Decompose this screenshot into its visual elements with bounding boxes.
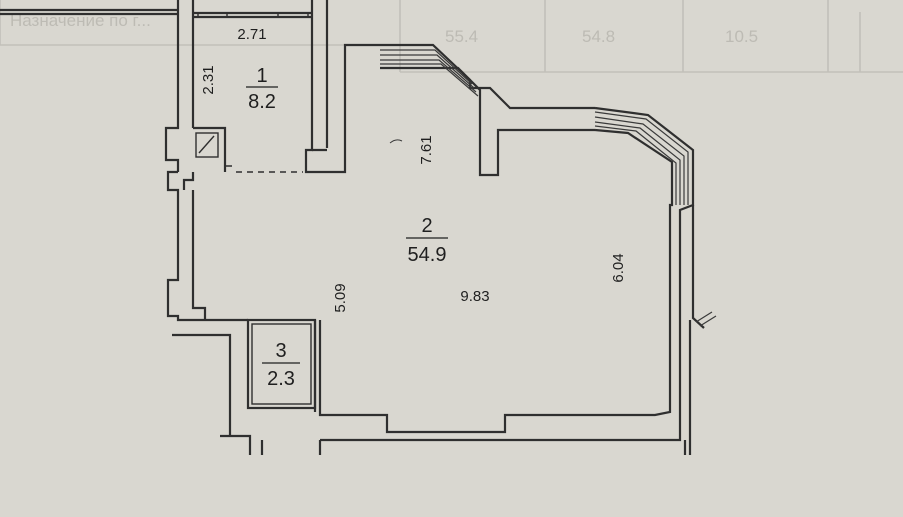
dimension-room2-width: 9.83: [460, 288, 489, 305]
room-2-walls: [166, 43, 705, 455]
dimension-tick: [389, 139, 403, 144]
room-1-number: 1: [256, 65, 267, 87]
room-2-number: 2: [421, 215, 432, 237]
room-2-label: 2 54.9: [406, 215, 448, 266]
ghost-table-value-2: 54.8: [582, 27, 615, 46]
dimension-room2-left: 5.09: [332, 283, 349, 312]
room-1-walls: [164, 0, 380, 174]
ghost-table: Назначение по г... 55.4 54.8 10.5: [0, 0, 903, 73]
bay-window: [380, 49, 717, 327]
ghost-table-value-3: 10.5: [725, 27, 758, 46]
room-3-area: 2.3: [267, 368, 295, 390]
room-3-number: 3: [275, 340, 286, 362]
room-1-area: 8.2: [248, 91, 276, 113]
dimension-room2-right: 6.04: [610, 253, 627, 282]
dimension-room2-top: 7.61: [418, 135, 435, 164]
room-3-walls: [246, 318, 317, 412]
ghost-table-value-1: 55.4: [445, 27, 478, 46]
utility-niche: [195, 132, 219, 158]
dimension-room1-width: 2.71: [237, 26, 266, 43]
room-2-area: 54.9: [408, 244, 447, 266]
dimension-room1-depth: 2.31: [200, 65, 217, 94]
neighbor-wall: [0, 8, 178, 16]
room-3-label: 3 2.3: [262, 340, 300, 390]
room-1-label: 1 8.2: [246, 65, 278, 113]
ghost-table-title: Назначение по г...: [10, 11, 151, 30]
